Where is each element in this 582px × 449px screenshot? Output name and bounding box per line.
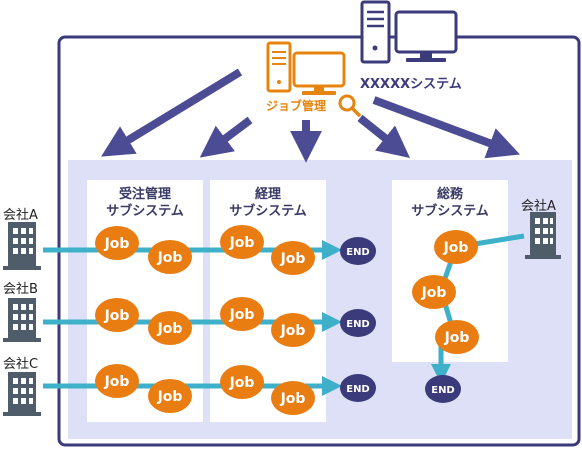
job-node-bubble: [271, 241, 315, 275]
end-node-bubble: [425, 375, 461, 403]
job-node-label: Job: [443, 240, 469, 256]
end-node-label: END: [431, 385, 455, 396]
job-node: Job: [220, 225, 264, 259]
end-node: END: [425, 375, 461, 403]
dispatch-arrow-1: [101, 68, 243, 157]
job-node-bubble: [95, 226, 139, 260]
job-node-label: Job: [104, 236, 130, 252]
dispatch-arrow-4: [357, 114, 410, 158]
building-icon-company-a-right: [525, 212, 561, 259]
job-node-bubble: [95, 364, 139, 398]
job-node-label: Job: [280, 251, 306, 267]
job-node: Job: [271, 381, 315, 415]
job-node: Job: [434, 230, 478, 264]
subsystem-label-general-affairs-line2: サブシステム: [411, 204, 489, 219]
job-node-bubble: [435, 320, 479, 354]
job-node: Job: [148, 379, 192, 413]
job-nodes: JobJobJobJobJobJobJobJobJobJobJobJobJobJ…: [95, 225, 479, 415]
system-label: XXXXXシステム: [360, 77, 462, 92]
end-node-label: END: [346, 319, 370, 330]
job-node-label: Job: [280, 391, 306, 407]
job-node-bubble: [220, 297, 264, 331]
job-node: Job: [95, 364, 139, 398]
job-node-label: Job: [280, 323, 306, 339]
dispatch-arrow-5: [372, 96, 520, 159]
job-node: Job: [271, 313, 315, 347]
magnifier-icon: [338, 94, 361, 117]
subsystem-label-general-affairs-line1: 総務: [436, 187, 463, 202]
job-node-label: Job: [157, 389, 183, 405]
end-node: END: [340, 309, 376, 337]
job-node-label: Job: [421, 285, 447, 301]
subsystem-label-accounting-line1: 経理: [254, 187, 281, 202]
subsystem-label-order: 受注管理 サブシステム: [90, 186, 200, 220]
company-label-a-right: 会社A: [521, 199, 556, 214]
job-node-label: Job: [104, 308, 130, 324]
end-nodes: END END END END: [340, 237, 461, 403]
job-node: Job: [271, 241, 315, 275]
end-node-label: END: [346, 247, 370, 258]
end-node: END: [340, 374, 376, 402]
job-node-label: Job: [157, 321, 183, 337]
end-node: END: [340, 237, 376, 265]
job-node-bubble: [148, 311, 192, 345]
job-node-label: Job: [229, 307, 255, 323]
job-node-bubble: [148, 379, 192, 413]
job-node-label: Job: [157, 250, 183, 266]
job-node-bubble: [95, 298, 139, 332]
subsystem-label-accounting: 経理 サブシステム: [213, 186, 323, 220]
dispatch-arrows: [101, 68, 520, 163]
job-management-computer-icon: [266, 41, 346, 95]
dispatch-arrow-2: [199, 116, 253, 158]
job-node-bubble: [271, 313, 315, 347]
job-node: Job: [435, 320, 479, 354]
end-node-bubble: [340, 237, 376, 265]
job-node: Job: [220, 365, 264, 399]
system-computer-icon: [360, 0, 458, 64]
job-node-label: Job: [444, 330, 470, 346]
end-node-bubble: [340, 309, 376, 337]
subsystem-label-order-line2: サブシステム: [106, 204, 184, 219]
subsystem-label-accounting-line2: サブシステム: [229, 204, 307, 219]
job-management-label: ジョブ管理: [266, 99, 327, 113]
building-icon-company-b: [3, 298, 41, 342]
company-label-b: 会社B: [3, 282, 38, 297]
subsystem-label-order-line1: 受注管理: [118, 187, 171, 202]
end-node-bubble: [340, 374, 376, 402]
building-icon-company-c: [3, 372, 41, 416]
job-node-bubble: [148, 240, 192, 274]
job-node-bubble: [271, 381, 315, 415]
subsystem-label-general-affairs: 総務 サブシステム: [395, 186, 505, 220]
building-icon-company-a: [3, 222, 41, 270]
job-node: Job: [148, 311, 192, 345]
company-label-a: 会社A: [3, 208, 38, 223]
job-node-bubble: [220, 225, 264, 259]
end-node-label: END: [346, 384, 370, 395]
job-node: Job: [412, 275, 456, 309]
job-node-label: Job: [104, 374, 130, 390]
job-node: Job: [220, 297, 264, 331]
job-node-label: Job: [229, 375, 255, 391]
job-node-bubble: [434, 230, 478, 264]
job-node: Job: [95, 298, 139, 332]
job-node-bubble: [412, 275, 456, 309]
job-node: Job: [95, 226, 139, 260]
job-node-bubble: [220, 365, 264, 399]
building-icons: [3, 212, 561, 416]
company-label-c: 会社C: [3, 357, 39, 372]
job-node: Job: [148, 240, 192, 274]
job-node-label: Job: [229, 235, 255, 251]
